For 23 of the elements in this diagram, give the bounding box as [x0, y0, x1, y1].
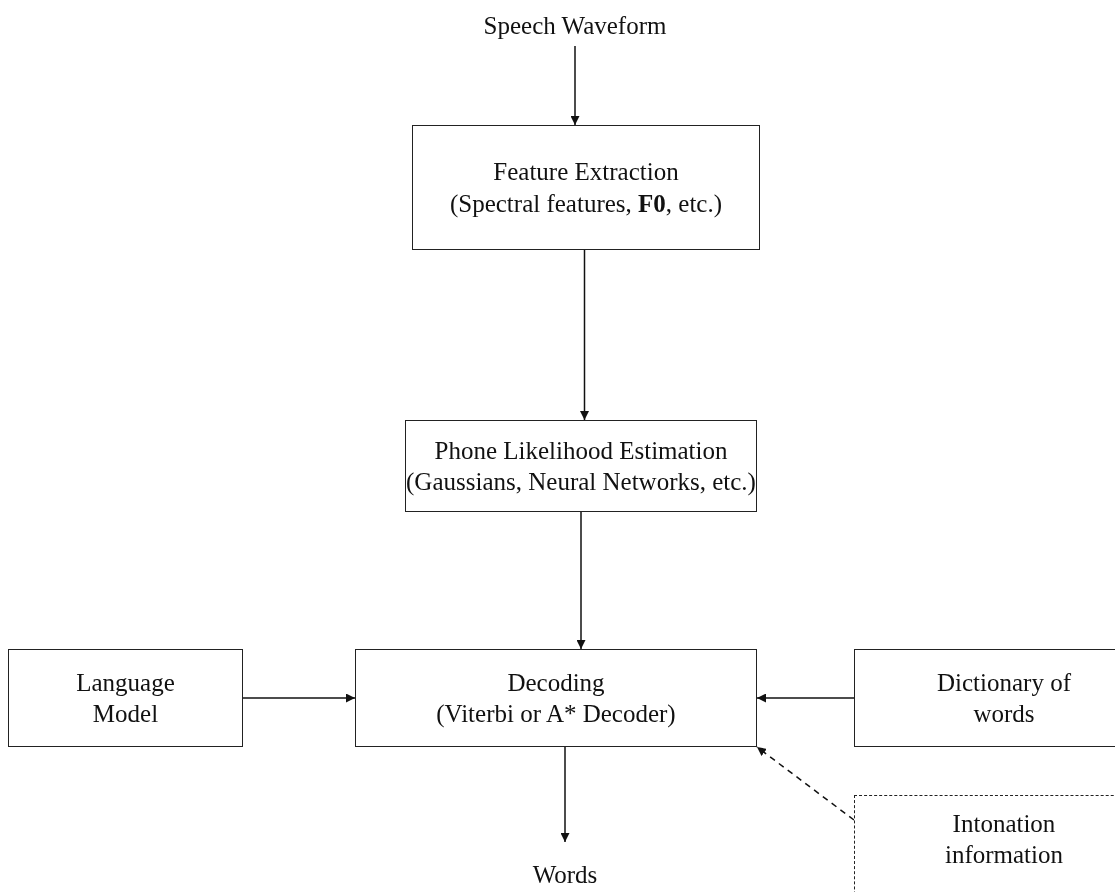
arrow [756, 693, 855, 703]
box-text: Feature Extraction [493, 157, 679, 188]
box-text: Dictionary of words [936, 667, 1072, 729]
text-label: Words [532, 859, 598, 890]
box-text: (Viterbi or A* Decoder) [436, 699, 676, 730]
box-text: Language Model [75, 667, 176, 729]
text-label: Speech Waveform [483, 11, 667, 42]
arrow [242, 693, 356, 703]
box-text: Phone Likelihood Estimation [434, 435, 728, 466]
arrow [560, 746, 570, 843]
arrow [570, 45, 580, 126]
box-text: Decoding [507, 667, 605, 698]
process-box [8, 649, 243, 747]
arrow [576, 511, 586, 650]
box-text: Intonation information [944, 809, 1064, 871]
arrow [580, 249, 589, 421]
arrow [756, 746, 855, 821]
process-box [355, 649, 757, 747]
process-box [405, 420, 757, 512]
process-box [412, 125, 760, 250]
process-box [854, 649, 1115, 747]
box-text: (Spectral features, F0, etc.) [449, 188, 723, 219]
box-text: (Gaussians, Neural Networks, etc.) [406, 467, 756, 498]
